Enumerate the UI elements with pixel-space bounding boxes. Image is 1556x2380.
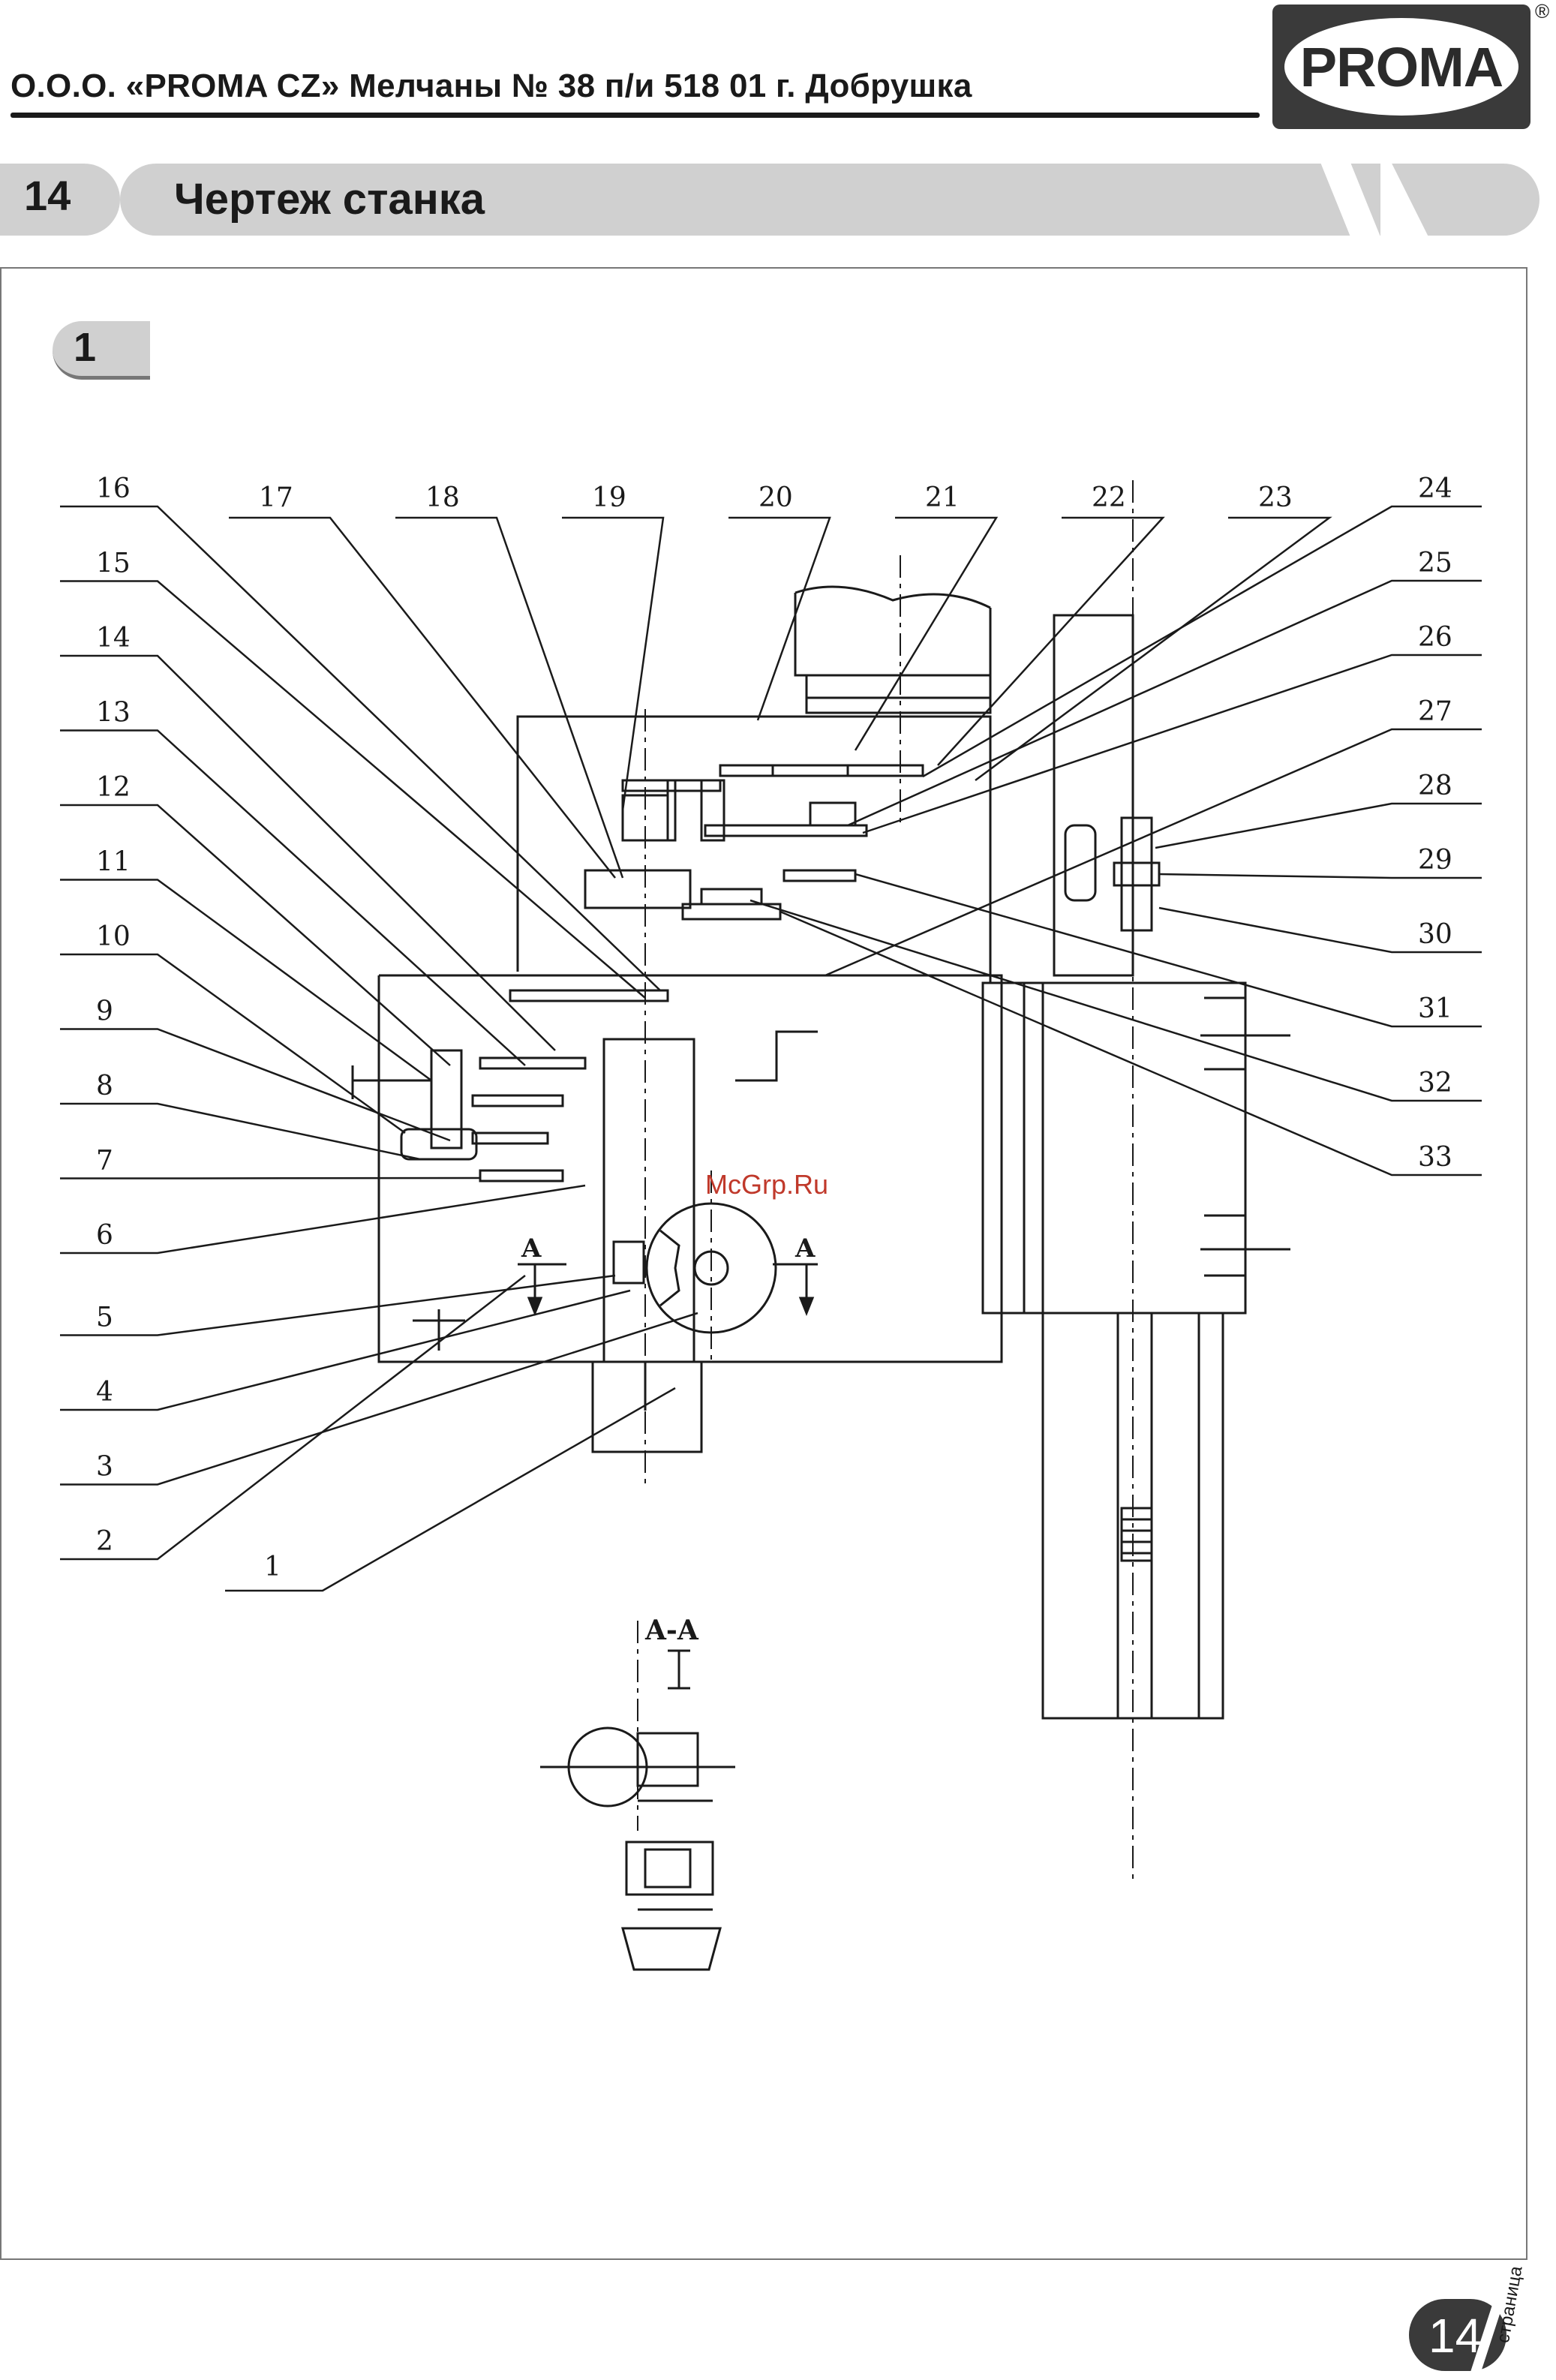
callout-11: 11 xyxy=(96,847,131,878)
callout-15: 15 xyxy=(96,548,131,579)
callout-10: 10 xyxy=(96,921,131,952)
leader-20 xyxy=(728,518,830,720)
section-view xyxy=(540,1651,735,1970)
leader-7 xyxy=(60,1178,480,1179)
leader-33 xyxy=(780,912,1482,1175)
callout-17: 17 xyxy=(259,482,293,513)
callout-20: 20 xyxy=(758,482,793,513)
leader-32 xyxy=(750,900,1482,1101)
callout-18: 18 xyxy=(425,482,460,513)
leader-15 xyxy=(60,581,645,999)
machine-body xyxy=(353,587,1290,1718)
callout-2: 2 xyxy=(96,1526,113,1557)
leader-16 xyxy=(60,506,660,990)
callout-28: 28 xyxy=(1418,771,1452,801)
leader-18 xyxy=(395,518,623,878)
leader-23 xyxy=(975,518,1329,780)
callout-33: 33 xyxy=(1418,1142,1452,1173)
callout-6: 6 xyxy=(96,1220,113,1251)
callout-30: 30 xyxy=(1418,919,1452,950)
section-label-left: A xyxy=(521,1234,542,1264)
callout-13: 13 xyxy=(96,698,131,729)
callout-29: 29 xyxy=(1418,845,1452,876)
leader-17 xyxy=(229,518,615,878)
leader-10 xyxy=(60,954,405,1133)
callout-19: 19 xyxy=(592,482,626,513)
callout-3: 3 xyxy=(96,1452,113,1483)
callout-1: 1 xyxy=(264,1552,281,1582)
callout-7: 7 xyxy=(96,1146,113,1176)
leader-8 xyxy=(60,1104,420,1159)
callout-9: 9 xyxy=(96,996,113,1027)
callout-5: 5 xyxy=(96,1303,113,1333)
callout-27: 27 xyxy=(1418,696,1452,727)
callout-26: 26 xyxy=(1418,622,1452,653)
leader-25 xyxy=(848,581,1482,825)
callout-16: 16 xyxy=(96,473,131,504)
callout-31: 31 xyxy=(1418,993,1452,1024)
leader-6 xyxy=(60,1185,585,1253)
leader-14 xyxy=(60,656,555,1050)
callout-21: 21 xyxy=(925,482,960,513)
section-label-right: A xyxy=(795,1234,816,1264)
callout-14: 14 xyxy=(96,623,131,654)
page-number: 14 xyxy=(1428,2308,1482,2363)
watermark: McGrp.Ru xyxy=(705,1169,828,1201)
leader-4 xyxy=(60,1291,630,1410)
callout-25: 25 xyxy=(1418,548,1452,578)
leader-11 xyxy=(60,880,431,1081)
callout-4: 4 xyxy=(96,1377,113,1408)
callout-32: 32 xyxy=(1418,1068,1452,1098)
leader-19 xyxy=(562,518,663,810)
callout-8: 8 xyxy=(96,1071,113,1101)
leader-22 xyxy=(938,518,1163,765)
leader-lines xyxy=(60,506,1482,1591)
callout-22: 22 xyxy=(1092,482,1126,513)
leader-1 xyxy=(225,1388,675,1591)
callout-23: 23 xyxy=(1258,482,1293,513)
callout-12: 12 xyxy=(96,772,131,803)
callout-24: 24 xyxy=(1418,473,1452,504)
section-view-title: A-A xyxy=(644,1615,699,1646)
leader-26 xyxy=(863,655,1482,833)
leader-24 xyxy=(923,506,1482,777)
leader-31 xyxy=(855,874,1482,1026)
